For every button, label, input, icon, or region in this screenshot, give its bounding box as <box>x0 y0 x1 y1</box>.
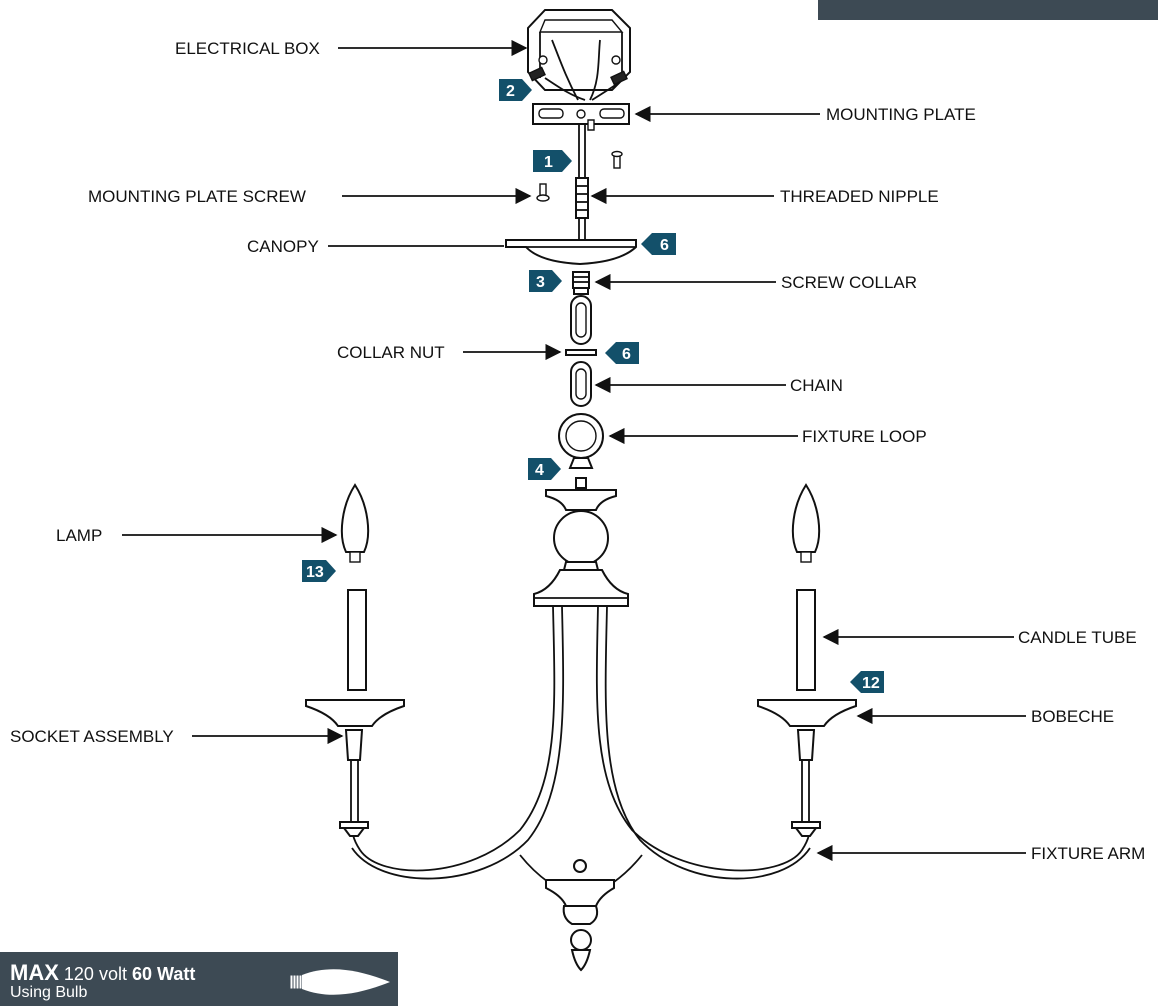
svg-text:1: 1 <box>544 154 553 171</box>
top-banner-strip <box>818 0 1158 20</box>
step-badge-collar: 3 <box>529 270 562 292</box>
left-arm-assembly <box>305 483 405 837</box>
mounting-plate <box>532 103 630 131</box>
max-label: MAX <box>10 960 59 985</box>
svg-text:13: 13 <box>306 564 324 581</box>
step-badge-loop: 4 <box>528 458 561 480</box>
label-socket-assembly: SOCKET ASSEMBLY <box>10 727 174 746</box>
max-wattage-line: MAX 120 volt 60 Watt <box>10 960 195 986</box>
step-badge-collar-nut: 6 <box>605 342 639 364</box>
leader-lines <box>122 39 1026 862</box>
step-badge-nipple: 1 <box>533 150 572 172</box>
step-badge-lamp: 13 <box>302 560 336 582</box>
voltage-text: 120 volt <box>63 964 127 984</box>
threaded-nipple <box>575 124 589 240</box>
chain <box>565 295 597 407</box>
label-candle-tube: CANDLE TUBE <box>1018 628 1137 647</box>
bulb-type-text: Using Bulb <box>10 984 88 1001</box>
label-fixture-arm: FIXTURE ARM <box>1031 844 1145 863</box>
label-bobeche: BOBECHE <box>1031 707 1114 726</box>
fixture-arms <box>351 605 811 972</box>
label-fixture-loop: FIXTURE LOOP <box>802 427 927 446</box>
label-mounting-plate: MOUNTING PLATE <box>826 105 976 124</box>
electrical-box <box>527 9 631 101</box>
screw-collar <box>572 271 590 295</box>
label-electrical-box: ELECTRICAL BOX <box>175 39 320 58</box>
label-collar-nut: COLLAR NUT <box>337 343 445 362</box>
canopy <box>505 239 637 266</box>
step-badge-box: 2 <box>499 79 532 101</box>
mounting-plate-screw <box>536 150 623 202</box>
label-lamp: LAMP <box>56 526 102 545</box>
label-chain: CHAIN <box>790 376 843 395</box>
svg-text:6: 6 <box>660 237 669 254</box>
svg-text:6: 6 <box>622 346 631 363</box>
step-badge-canopy: 6 <box>641 233 676 255</box>
fixture-loop <box>558 413 604 489</box>
step-badge-bobeche: 12 <box>850 671 884 693</box>
svg-text:3: 3 <box>536 274 545 291</box>
svg-text:4: 4 <box>535 462 544 479</box>
max-wattage-banner: MAX 120 volt 60 Watt Using Bulb <box>0 952 398 1006</box>
label-threaded-nipple: THREADED NIPPLE <box>780 187 939 206</box>
label-screw-collar: SCREW COLLAR <box>781 273 917 292</box>
label-mounting-plate-screw: MOUNTING PLATE SCREW <box>88 187 306 206</box>
candle-bulb-icon <box>290 969 390 995</box>
wattage-text: 60 Watt <box>131 964 196 984</box>
right-arm-assembly <box>757 483 857 837</box>
fixture-body <box>533 489 629 607</box>
svg-text:12: 12 <box>862 675 880 692</box>
svg-text:2: 2 <box>506 83 515 100</box>
label-canopy: CANOPY <box>247 237 319 256</box>
